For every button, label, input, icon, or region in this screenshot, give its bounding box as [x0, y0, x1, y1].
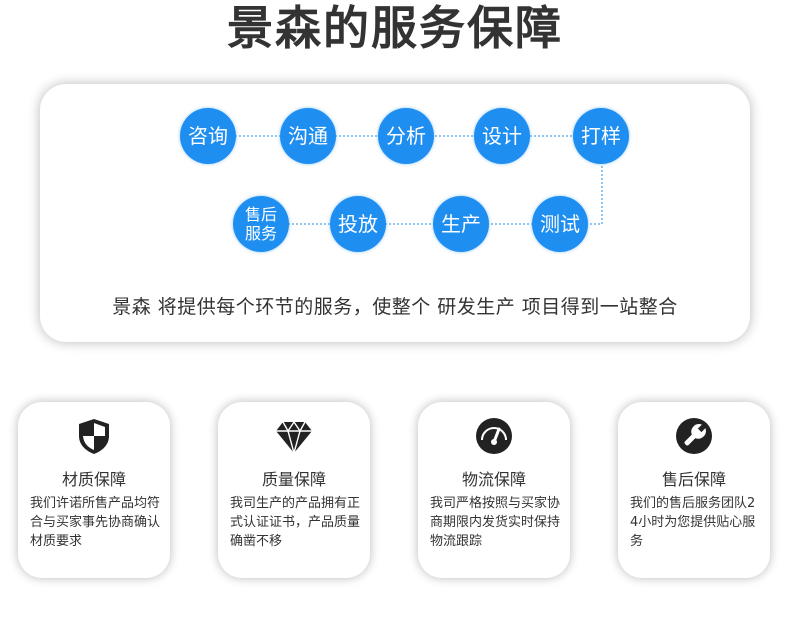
card-title: 物流保障: [461, 470, 526, 489]
step-prototype: 打样: [573, 108, 629, 164]
shield-icon: [79, 419, 109, 454]
card-text: 我司严格按照与买家协商期限内发货实时保持物流跟踪: [430, 496, 561, 549]
diamond-icon: [276, 420, 312, 454]
speedometer-icon: [476, 418, 512, 454]
card-title: 质量保障: [261, 470, 326, 489]
page-title: 景森的服务保障: [227, 1, 563, 55]
step-design: 设计: [474, 108, 530, 164]
step-test: 测试: [532, 196, 588, 252]
step-produce: 生产: [433, 196, 489, 252]
guarantee-card-material: 材质保障 我们许诺所售产品均符合与买家事先协商确认材质要求: [18, 402, 170, 578]
step-consult: 咨询: [180, 108, 236, 164]
process-card: 咨询 沟通 分析 设计 打样 测试 生产 投放 售后 服务 景森 将提供每个环节…: [40, 84, 750, 342]
wrench-icon: [676, 418, 712, 454]
step-launch: 投放: [330, 196, 386, 252]
card-text: 我们许诺所售产品均符合与买家事先协商确认材质要求: [30, 496, 161, 549]
guarantee-card-quality: 质量保障 我司生产的产品拥有正式认证证书，产品质量确凿不移: [218, 402, 370, 578]
process-summary: 景森 将提供每个环节的服务，使整个 研发生产 项目得到一站整合: [112, 296, 678, 318]
card-text: 我司生产的产品拥有正式认证证书，产品质量确凿不移: [230, 496, 361, 549]
step-communicate: 沟通: [280, 108, 336, 164]
step-after-sales: 售后 服务: [233, 196, 289, 252]
guarantee-card-logistics: 物流保障 我司严格按照与买家协商期限内发货实时保持物流跟踪: [418, 402, 570, 578]
card-title: 材质保障: [61, 470, 126, 489]
card-title: 售后保障: [661, 470, 726, 489]
step-analyze: 分析: [378, 108, 434, 164]
card-text: 我们的售后服务团队24小时为您提供贴心服务: [630, 496, 756, 549]
guarantee-card-after-sales: 售后保障 我们的售后服务团队24小时为您提供贴心服务: [618, 402, 770, 578]
